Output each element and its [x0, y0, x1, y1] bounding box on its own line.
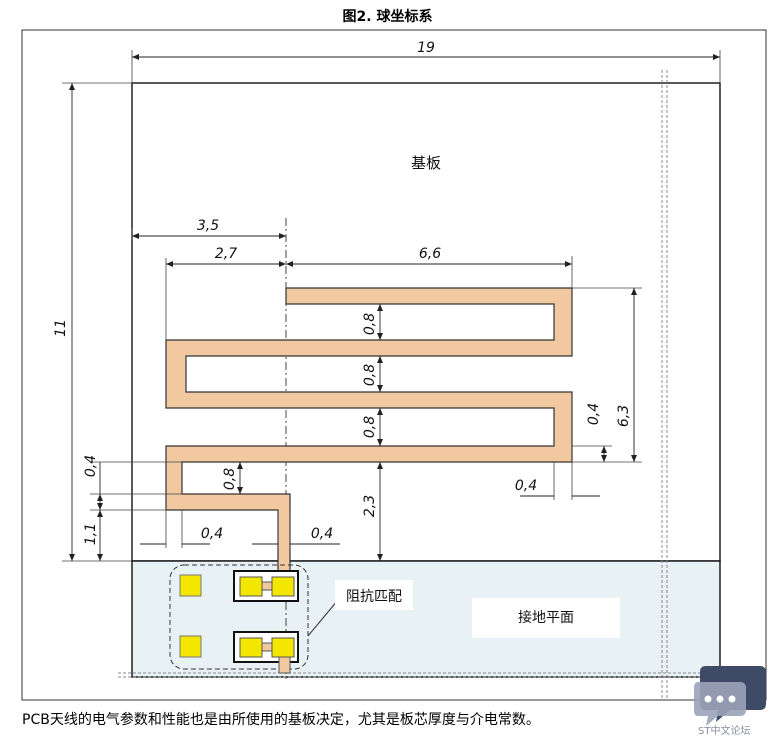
forum-logo-icon — [694, 666, 766, 726]
watermark-text: ST中文论坛 — [698, 726, 751, 737]
dim-gap: 0,8 — [222, 468, 238, 490]
ground-plane-label: 接地平面 — [518, 609, 574, 626]
dim-feed-offset: 3,5 — [197, 218, 219, 234]
label-box — [472, 598, 620, 638]
dim-board-height: 11 — [53, 319, 69, 337]
pad — [179, 574, 202, 597]
dim-stub-width: 0,4 — [311, 526, 333, 542]
dim-left-offset: 2,7 — [215, 246, 237, 262]
dim-gap: 0,8 — [362, 364, 378, 386]
dim-board-width: 19 — [417, 40, 435, 56]
substrate-label: 基板 — [411, 154, 441, 172]
pad — [179, 635, 202, 658]
dim-meander-width: 6,6 — [419, 246, 441, 262]
matching-callout-line — [307, 599, 339, 637]
dim-gap: 0,8 — [362, 313, 378, 335]
dim-feed-height: 2,3 — [362, 495, 378, 517]
impedance-matching-label: 阻抗匹配 — [346, 589, 402, 605]
figure-title: 图2. 球坐标系 — [342, 9, 433, 25]
dim-stub-height: 1,1 — [83, 523, 99, 545]
figure-caption: PCB天线的电气参数和性能也是由所使用的基板决定，尤其是板芯厚度与介电常数。 — [22, 712, 540, 728]
ground-plane — [131, 560, 721, 678]
component-body — [261, 642, 273, 652]
dimension-lines — [69, 54, 720, 561]
figure-frame — [21, 29, 767, 701]
component-pad — [239, 637, 263, 658]
dim-gap: 0,8 — [362, 416, 378, 438]
component-pad — [239, 576, 263, 597]
dim-trace-width: 0,4 — [83, 455, 99, 477]
dim-meander-height: 6,3 — [616, 405, 632, 427]
dim-trace-width: 0,4 — [586, 403, 602, 425]
component-pad — [271, 576, 295, 597]
component-body — [261, 581, 273, 591]
matching-network-outline — [169, 564, 309, 670]
dim-stub-width: 0,4 — [201, 526, 223, 542]
dim-trace-width: 0,4 — [515, 478, 537, 494]
label-box — [335, 580, 413, 610]
feed-trace-end — [278, 656, 291, 674]
component-pad — [271, 637, 295, 658]
substrate-board — [131, 82, 721, 562]
extension-lines — [62, 50, 721, 562]
